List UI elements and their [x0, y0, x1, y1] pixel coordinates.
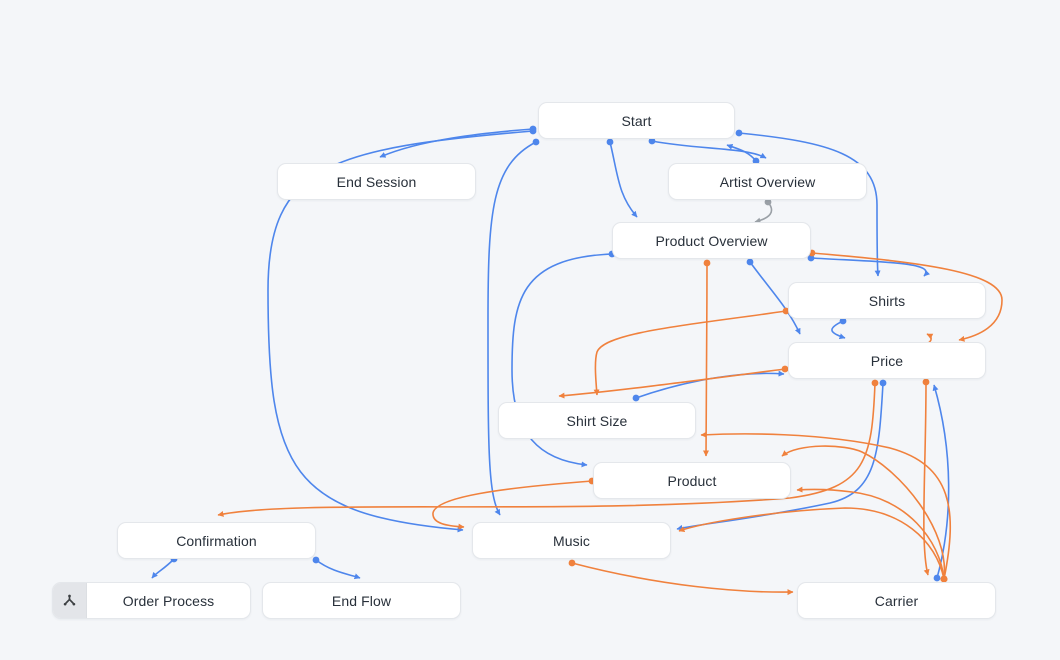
- edge-music-carrier[interactable]: [571, 562, 794, 596]
- edge-start-artistoverview[interactable]: [651, 140, 767, 159]
- node-label: Start: [621, 112, 652, 129]
- edge-source-port: [933, 574, 941, 582]
- node-label: Shirt Size: [566, 412, 628, 429]
- node-label: Carrier: [874, 592, 919, 609]
- edge-source-port: [606, 138, 614, 146]
- node-label: Artist Overview: [719, 173, 816, 190]
- edge-carrier-product-right[interactable]: [796, 486, 945, 580]
- edge-source-port: [648, 137, 656, 145]
- node-confirmation[interactable]: Confirmation: [117, 522, 316, 559]
- node-music[interactable]: Music: [472, 522, 671, 559]
- edge-start-music-left[interactable]: [267, 130, 534, 533]
- edge-source-port: [568, 559, 576, 567]
- node-carrier[interactable]: Carrier: [797, 582, 996, 619]
- node-shirts[interactable]: Shirts: [788, 282, 986, 319]
- node-product[interactable]: Product: [593, 462, 791, 499]
- node-label: Price: [870, 352, 904, 369]
- edge-carrier-shirtsize[interactable]: [700, 431, 952, 580]
- edge-source-port: [922, 378, 930, 386]
- edge-source-port: [782, 307, 790, 315]
- edge-product-music[interactable]: [432, 480, 593, 530]
- edge-start-productoverview[interactable]: [609, 141, 638, 218]
- edge-start-shirts[interactable]: [738, 132, 881, 277]
- edge-source-port: [529, 127, 537, 135]
- edge-confirmation-endflow[interactable]: [315, 559, 361, 580]
- node-shirt-size[interactable]: Shirt Size: [498, 402, 696, 439]
- edge-source-port: [735, 129, 743, 137]
- node-order-process[interactable]: Order Process: [52, 582, 251, 619]
- edge-carrier-product-top[interactable]: [781, 445, 946, 580]
- edge-productoverview-price-loop[interactable]: [811, 252, 1003, 342]
- edge-productoverview-product[interactable]: [511, 253, 613, 468]
- edge-source-port: [871, 379, 879, 387]
- edge-productoverview-price[interactable]: [749, 261, 801, 335]
- edge-carrier-price[interactable]: [932, 384, 950, 579]
- node-price[interactable]: Price: [788, 342, 986, 379]
- edge-start-music-top[interactable]: [487, 141, 537, 516]
- edge-productoverview-shirts[interactable]: [810, 257, 931, 277]
- node-label: Product Overview: [655, 232, 768, 249]
- edge-source-port: [781, 365, 789, 373]
- edge-source-port: [839, 317, 847, 325]
- node-label: Music: [552, 532, 591, 549]
- node-start[interactable]: Start: [538, 102, 735, 139]
- node-label: End Flow: [331, 592, 392, 609]
- edge-price-music[interactable]: [676, 382, 884, 531]
- edge-price-shirtsize[interactable]: [558, 368, 786, 399]
- edge-source-port: [532, 138, 540, 146]
- edge-source-port: [879, 379, 887, 387]
- node-label: Shirts: [868, 292, 906, 309]
- node-label: Confirmation: [176, 532, 257, 549]
- flow-split-icon: [53, 583, 87, 618]
- node-label: End Session: [336, 173, 417, 190]
- edge-source-port: [746, 258, 754, 266]
- edge-shirts-shirtsize[interactable]: [593, 310, 787, 396]
- node-end-flow[interactable]: End Flow: [262, 582, 461, 619]
- edge-start-endsession[interactable]: [379, 128, 534, 158]
- edge-source-port: [703, 259, 711, 267]
- edge-price-carrier[interactable]: [923, 381, 930, 576]
- edge-confirmation-orderprocess[interactable]: [151, 558, 175, 579]
- node-label: Order Process: [122, 592, 215, 609]
- edge-source-port: [632, 394, 640, 402]
- edge-carrier-music[interactable]: [678, 507, 945, 580]
- edge-source-port: [752, 157, 760, 165]
- edge-source-port: [764, 198, 772, 206]
- edge-productoverview-product-direct[interactable]: [703, 262, 710, 457]
- edge-price-confirmation[interactable]: [217, 382, 876, 517]
- edge-source-port: [940, 575, 948, 583]
- node-end-session[interactable]: End Session: [277, 163, 476, 200]
- node-label: Product: [667, 472, 717, 489]
- edge-source-port: [312, 556, 320, 564]
- node-product-overview[interactable]: Product Overview: [612, 222, 811, 259]
- node-artist-overview[interactable]: Artist Overview: [668, 163, 867, 200]
- edge-shirts-price[interactable]: [831, 320, 846, 340]
